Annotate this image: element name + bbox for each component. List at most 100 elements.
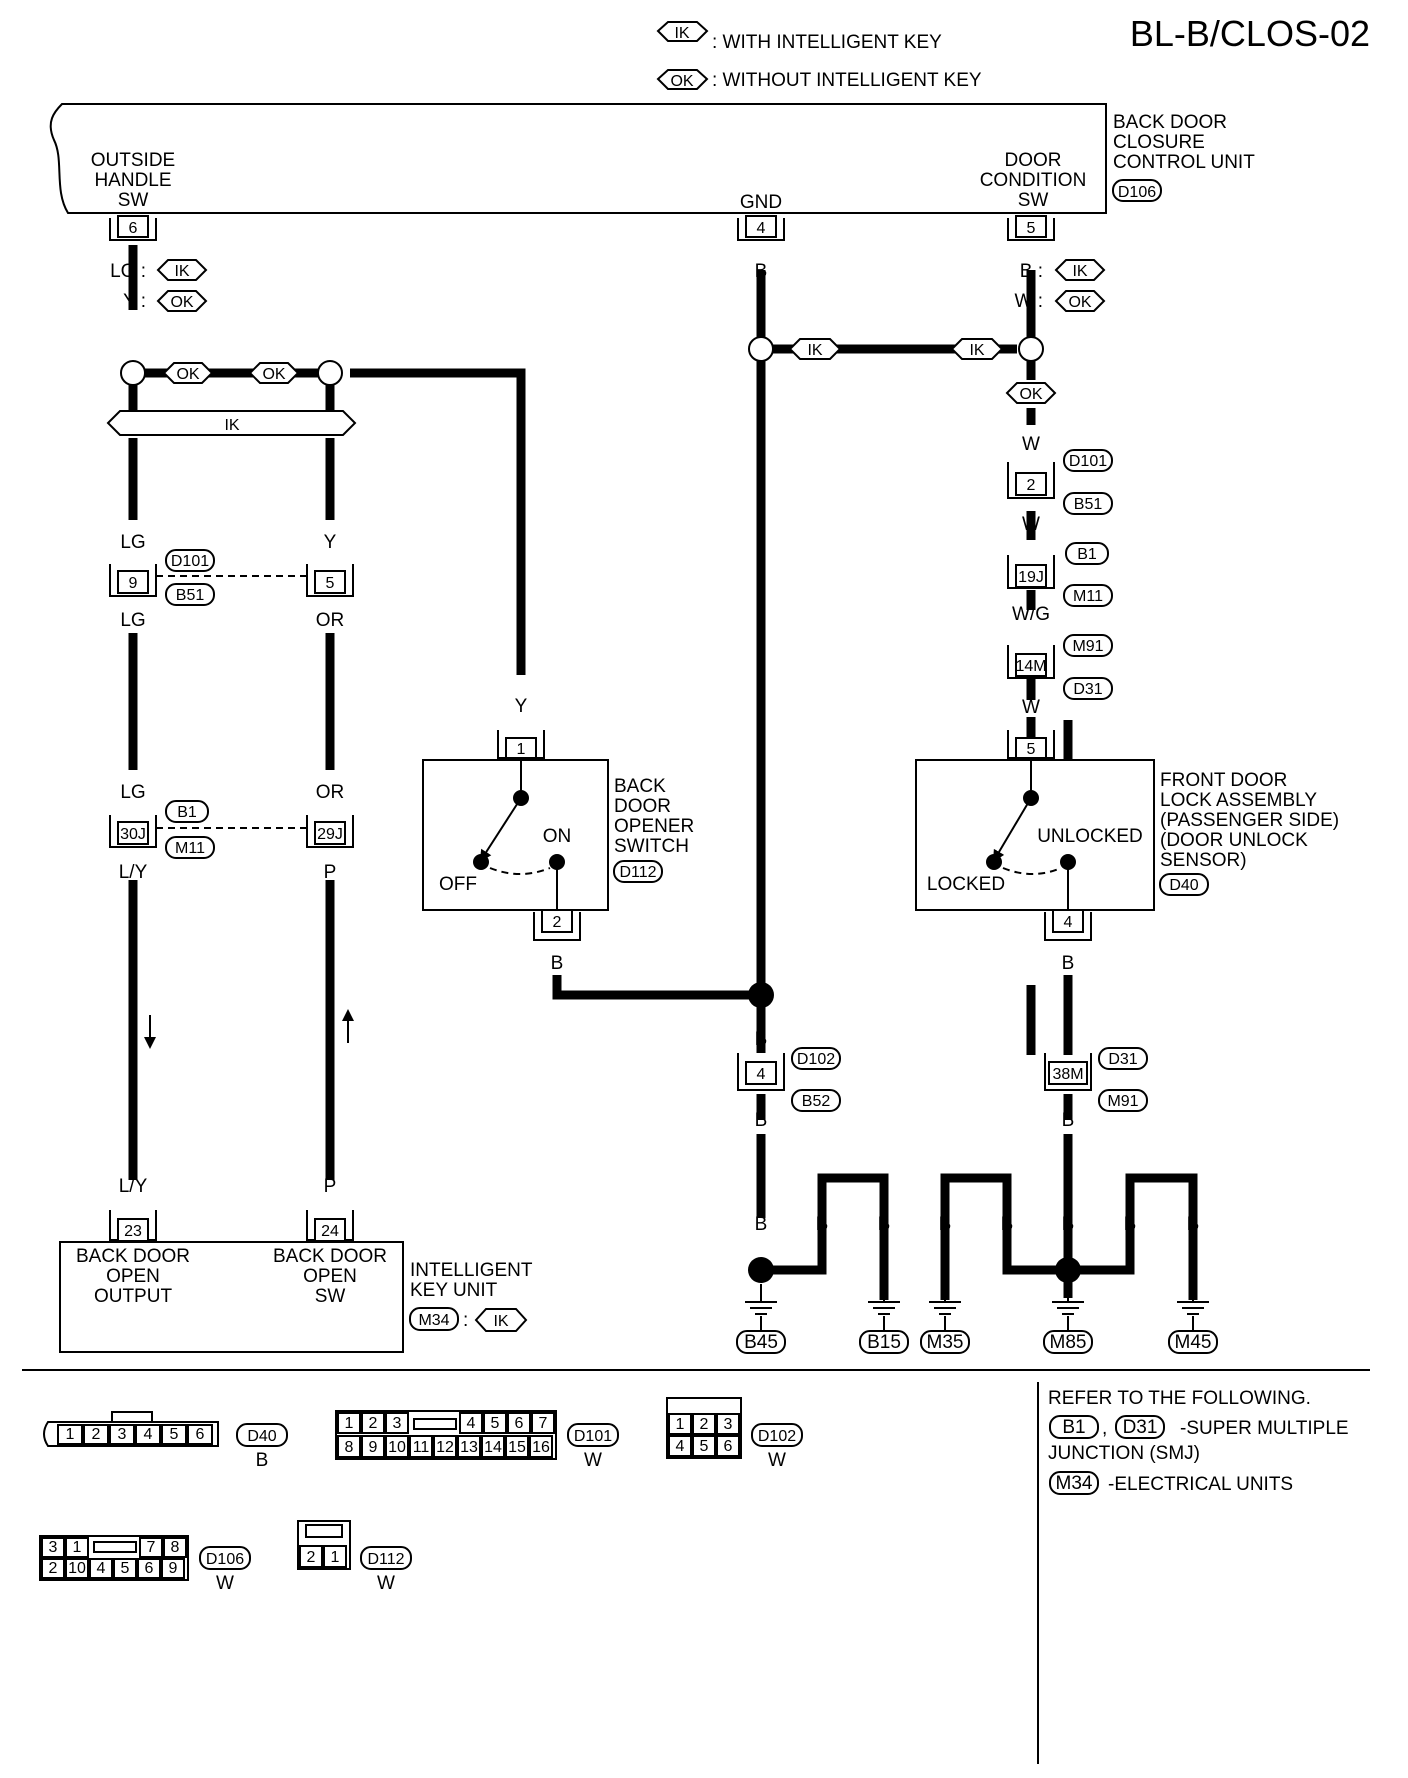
wire-color-label: LG <box>120 532 145 553</box>
pin-number: 14M <box>1015 658 1046 675</box>
svg-text:M85: M85 <box>1050 1332 1087 1353</box>
connector-pin-number: 6 <box>196 1426 205 1443</box>
ground-tag-m45: M45 <box>1168 1330 1218 1354</box>
junction-pin-30j: 30J <box>109 815 157 848</box>
legend-ok-tag: OK <box>656 69 709 90</box>
splice-points <box>120 336 1081 1283</box>
wire-color-label: B <box>1062 953 1075 974</box>
wire-color-label: OR <box>316 610 345 631</box>
connector-pin-number: 1 <box>331 1549 340 1566</box>
wire-color-label: B : <box>1020 261 1043 282</box>
connector-pin-cell <box>716 1413 740 1435</box>
pin-function-label: SW <box>1018 190 1049 211</box>
wire-color-label: W <box>1022 697 1040 718</box>
wire-color-label: B <box>551 953 564 974</box>
key-unit-box <box>59 1241 404 1353</box>
door-lock-pin-4: 4 <box>1044 909 1092 941</box>
svg-text:D31: D31 <box>1073 681 1102 698</box>
connector-pin-number: 1 <box>66 1426 75 1443</box>
junction-pin-38m: 38M <box>1044 1053 1092 1091</box>
connector-pin-cell <box>531 1412 555 1434</box>
connector-pin-number: 10 <box>68 1560 86 1577</box>
connector-pin-cell <box>89 1558 113 1579</box>
svg-text:D102: D102 <box>797 1051 835 1068</box>
connector-pin-number: 3 <box>724 1416 733 1433</box>
pin-function-label: OUTSIDE <box>91 150 175 171</box>
connector-pin-cell <box>65 1537 89 1558</box>
ground-tag-m85: M85 <box>1043 1330 1093 1354</box>
connector-pin-cell <box>187 1424 213 1445</box>
connector-pin-cell <box>668 1435 692 1457</box>
svg-text:B45: B45 <box>744 1332 778 1353</box>
key-unit-sw-label: BACK DOOR OPEN SW <box>273 1246 387 1307</box>
connector-pin-number: 9 <box>369 1439 378 1456</box>
tag-text: IK <box>1072 263 1087 280</box>
pin-function-label: DOOR <box>1005 150 1062 171</box>
connector-pin-cell <box>459 1412 483 1434</box>
connector-pin-number: 1 <box>73 1539 82 1556</box>
svg-text:BACK DOOR: BACK DOOR <box>273 1246 387 1267</box>
svg-text:KEY UNIT: KEY UNIT <box>410 1280 498 1301</box>
ok-tag: OK <box>162 362 214 384</box>
component-name-line: LOCK ASSEMBLY <box>1160 790 1317 811</box>
wire-color-label: W <box>1022 434 1040 455</box>
connector-pin-cell <box>337 1435 361 1458</box>
svg-text:D106: D106 <box>206 1551 244 1568</box>
ground-tag-b45: B45 <box>736 1330 786 1354</box>
svg-text:OUTPUT: OUTPUT <box>94 1286 173 1307</box>
svg-text:M11: M11 <box>1073 588 1103 605</box>
control-unit-name-line: CONTROL UNIT <box>1113 152 1255 173</box>
tag-text: OK <box>176 366 199 383</box>
tag-text: OK <box>1019 386 1042 403</box>
pin-number: 24 <box>321 1223 339 1240</box>
door-lock-switch-symbol <box>986 758 1076 912</box>
wire-color-label: OR <box>316 782 345 803</box>
connector-tag-d101: D101 <box>1063 449 1113 472</box>
connector-tag-b1: B1 <box>1065 542 1109 565</box>
key-unit-name: INTELLIGENT KEY UNIT <box>410 1260 533 1301</box>
connector-pin-number: 5 <box>170 1426 179 1443</box>
connector-pin-number: 3 <box>49 1539 58 1556</box>
connector-pin-number: 1 <box>345 1415 354 1432</box>
tag-text: IK <box>224 417 239 434</box>
splice-open <box>317 360 343 386</box>
legend-ok-text: : WITHOUT INTELLIGENT KEY <box>712 70 982 91</box>
legend-ik-label: IK <box>674 25 689 42</box>
pin-number: 30J <box>120 826 146 843</box>
door-lock-name: FRONT DOOR LOCK ASSEMBLY (PASSENGER SIDE… <box>1160 770 1339 871</box>
svg-text:D40: D40 <box>247 1428 276 1445</box>
connector-pin-number: 6 <box>724 1438 733 1455</box>
tag-text: OK <box>170 294 193 311</box>
svg-text:M11: M11 <box>175 840 205 857</box>
key-unit-pin-24: 24 <box>306 1210 354 1242</box>
pin-number: 29J <box>317 826 343 843</box>
junction-pin-9: 9 <box>109 564 157 597</box>
pin-number: 1 <box>517 741 526 758</box>
wire-color-label: LG <box>120 782 145 803</box>
svg-text:D31: D31 <box>1108 1051 1137 1068</box>
pin-number: 5 <box>1027 220 1036 237</box>
pin-number: 5 <box>326 575 335 592</box>
svg-text:D101: D101 <box>171 553 209 570</box>
svg-text:W: W <box>584 1450 602 1471</box>
wire-color-label: LG <box>120 610 145 631</box>
connector-pin-number: 4 <box>676 1438 685 1455</box>
svg-text:INTELLIGENT: INTELLIGENT <box>410 1260 533 1281</box>
splice-joint <box>1055 1257 1081 1283</box>
wire-color-label: Y : <box>123 291 146 312</box>
connector-pin-number: 8 <box>171 1539 180 1556</box>
svg-text:SW: SW <box>315 1286 346 1307</box>
wire-color-label: W : <box>1015 291 1044 312</box>
tag-text: IK <box>969 342 984 359</box>
connector-pin-number: 3 <box>393 1415 402 1432</box>
connector-tag-b51: B51 <box>165 583 215 606</box>
connector-lock-notch <box>305 1524 343 1538</box>
wire-color-label: B <box>1001 1214 1014 1235</box>
pin-number: 19J <box>1018 569 1044 586</box>
control-unit-name-line: CLOSURE <box>1113 132 1205 153</box>
refer-note: REFER TO THE FOLLOWING. B1 , D31 -SUPER … <box>1048 1388 1349 1495</box>
connector-tag-b1: B1 <box>165 800 209 823</box>
pin-number: 23 <box>124 1223 142 1240</box>
